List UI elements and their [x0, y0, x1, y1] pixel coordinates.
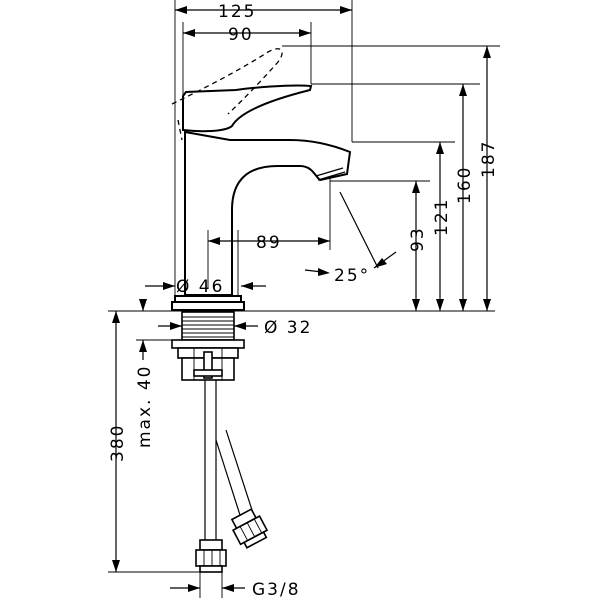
dim-base-diameter: Ø 46: [176, 277, 224, 297]
faucet-body: [171, 48, 352, 311]
hose-fitting-right: [230, 508, 269, 549]
dim-angle: 25°: [334, 266, 370, 286]
supply-hoses: [195, 380, 269, 573]
dimension-arrows: [112, 6, 491, 598]
dim-lever-width: 90: [228, 25, 254, 45]
dimension-labels: 125 90 89 Ø 46 Ø 32 25° G3/8 187 160 121…: [108, 2, 499, 600]
dim-connection: G3/8: [252, 580, 301, 600]
dim-spout-reach: 89: [256, 233, 282, 253]
hose-fitting-left: [195, 539, 227, 573]
spout-body: [184, 130, 352, 296]
lever-handle: [182, 84, 313, 133]
dim-hose-length: 380: [108, 424, 128, 462]
dim-width-overall: 125: [218, 2, 256, 22]
dim-height-overall: 187: [479, 140, 499, 178]
thread-lines: [182, 316, 234, 338]
dim-height-lever: 160: [455, 166, 475, 204]
dim-height-outlet: 93: [408, 226, 428, 252]
dim-max-thickness: max. 40: [135, 365, 155, 448]
dim-height-spout-top: 121: [432, 198, 452, 236]
fixing-nut: [171, 339, 245, 349]
dim-hole-diameter: Ø 32: [264, 318, 312, 338]
mounting-shank: [171, 311, 245, 381]
